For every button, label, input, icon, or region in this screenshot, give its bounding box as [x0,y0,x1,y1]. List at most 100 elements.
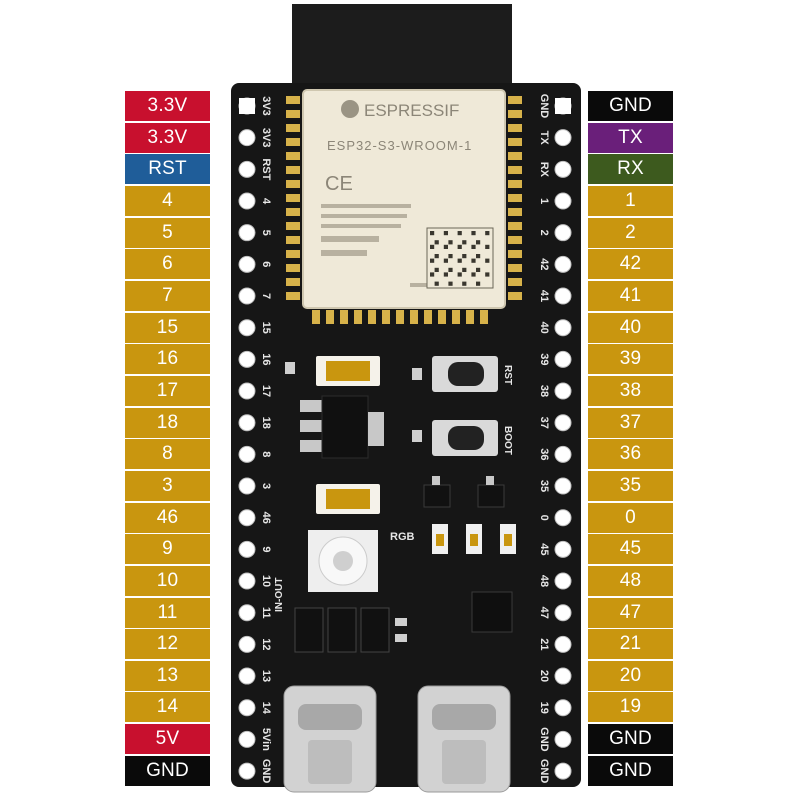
left-silk-label: 3 [260,483,272,489]
right-silk-label: 2 [538,230,550,236]
left-pin-label: 5 [125,217,210,248]
left-pin-label: 6 [125,249,210,280]
right-silk-label: 38 [538,385,550,397]
module-pad [286,124,300,132]
right-pin-label: 21 [588,629,673,660]
left-pin-label: 10 [125,565,210,596]
rgb-silk-label: RGB [390,531,415,543]
right-silk-label: 19 [538,702,550,714]
usb-c-port-left[interactable] [283,685,377,793]
qr-cell [485,258,490,263]
left-pin-label: 3 [125,470,210,501]
inout-silk-label: IN-OUT [274,578,285,612]
boot-button[interactable] [432,420,498,456]
right-silk-label: TX [538,131,550,146]
header-hole [554,160,572,178]
qr-cell [457,258,462,263]
right-silk-label: 37 [538,417,550,429]
left-silk-label: 14 [260,702,272,715]
right-pin-label: TX [588,122,673,153]
left-pin-label: 7 [125,280,210,311]
header-hole [238,635,256,653]
rgb-led [308,530,378,592]
module-pad [286,222,300,230]
right-silk-label: 48 [538,575,550,587]
left-pin-label: 13 [125,660,210,691]
header-hole [554,414,572,432]
right-pin-label: 41 [588,280,673,311]
qr-cell [485,231,490,236]
left-silk-label: 10 [260,575,272,587]
right-silk-label: 1 [538,198,550,204]
qr-cell [448,267,453,272]
module-pad [286,250,300,258]
module-pad [354,310,362,324]
module-pad [326,310,334,324]
qr-cell [471,258,476,263]
left-pin-label: 8 [125,439,210,470]
header-hole [238,350,256,368]
qr-cell [448,281,453,286]
rst-button[interactable] [432,356,498,392]
qr-cell [434,254,439,259]
module-pads [286,96,522,324]
module-pad [508,264,522,272]
header-hole [554,287,572,305]
header-hole [238,540,256,558]
module-pad [452,310,460,324]
header-hole [554,509,572,527]
right-pin-label: 1 [588,185,673,216]
right-silk-label: 36 [538,448,550,460]
pin1-square-pad [239,98,255,114]
left-pin-label: 11 [125,597,210,628]
qr-cell [457,272,462,277]
left-pin-label: 18 [125,407,210,438]
header-hole [238,509,256,527]
qr-cell [430,258,435,263]
right-silk-label: 20 [538,670,550,682]
module-model: ESP32-S3-WROOM-1 [327,138,472,153]
header-hole [554,730,572,748]
module-pad [286,138,300,146]
right-silk-label: 40 [538,322,550,334]
header-hole [554,477,572,495]
module-pad [508,96,522,104]
left-pin-label: 5V [125,724,210,755]
module-pad [508,208,522,216]
module-pad [508,194,522,202]
module-pad [286,292,300,300]
boot-silk-label: BOOT [502,426,513,455]
header-hole [554,255,572,273]
right-pin-label: 47 [588,597,673,628]
module-pad [508,138,522,146]
qr-cell [471,231,476,236]
module-pad [286,194,300,202]
qr-cell [430,272,435,277]
right-silk-label: GND [538,727,550,752]
usb-c-port-right[interactable] [417,685,511,793]
header-hole [554,129,572,147]
header-hole [554,762,572,780]
left-silk-label: 12 [260,638,272,650]
qr-cell [462,254,467,259]
module-pad [508,278,522,286]
right-silk-label: 39 [538,353,550,365]
module-pad [286,278,300,286]
qr-cell [457,244,462,249]
module-pad [286,264,300,272]
left-pin-label: 3.3V [125,91,210,121]
module-pad [508,236,522,244]
header-hole [238,572,256,590]
module-pad [508,180,522,188]
right-pin-label: GND [588,755,673,786]
module-pad [508,250,522,258]
qr-cell [457,231,462,236]
header-hole [238,255,256,273]
qr-cell [462,267,467,272]
header-hole [554,635,572,653]
header-hole [238,604,256,622]
right-pin-label: 42 [588,249,673,280]
left-pin-label: 15 [125,312,210,343]
